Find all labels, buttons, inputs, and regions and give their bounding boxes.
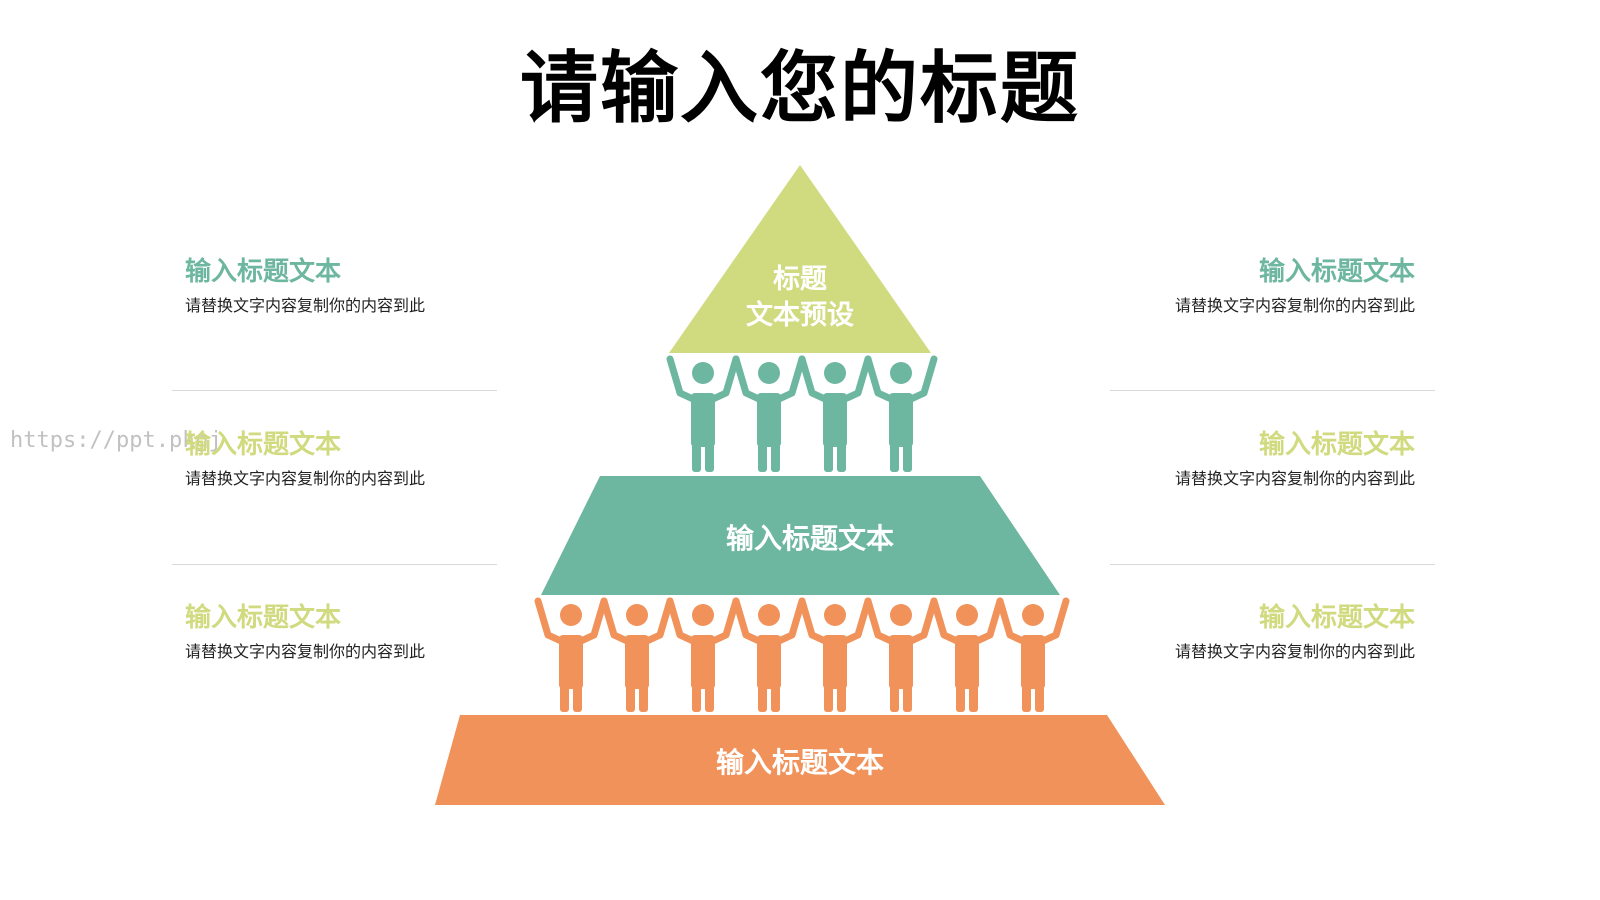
right-item-2: 输入标题文本 请替换文字内容复制你的内容到此 — [1095, 428, 1415, 490]
pyramid-middle-trapezoid — [541, 476, 1060, 595]
person-arms-raised-icon — [666, 597, 740, 712]
right-item-heading: 输入标题文本 — [1258, 430, 1415, 460]
person-arms-raised-icon — [732, 355, 806, 472]
slide-title: 请输入您的标题 — [519, 44, 1080, 134]
right-item-desc: 请替换文字内容复制你的内容到此 — [1174, 642, 1415, 661]
pyramid-bottom-label: 输入标题文本 — [716, 746, 884, 779]
person-arms-raised-icon — [666, 355, 740, 472]
right-item-3: 输入标题文本 请替换文字内容复制你的内容到此 — [1095, 601, 1415, 663]
person-arms-raised-icon — [996, 597, 1070, 712]
person-arms-raised-icon — [798, 597, 872, 712]
upper-figure-row — [666, 355, 938, 472]
person-arms-raised-icon — [534, 597, 608, 712]
right-item-desc: 请替换文字内容复制你的内容到此 — [1174, 296, 1415, 315]
right-item-1: 输入标题文本 请替换文字内容复制你的内容到此 — [1095, 255, 1415, 317]
pyramid-top-label-line1: 标题 — [773, 264, 827, 295]
left-item-3: 输入标题文本 请替换文字内容复制你的内容到此 — [185, 601, 505, 663]
left-item-desc: 请替换文字内容复制你的内容到此 — [185, 469, 426, 488]
person-arms-raised-icon — [600, 597, 674, 712]
right-item-heading: 输入标题文本 — [1258, 257, 1415, 287]
left-item-desc: 请替换文字内容复制你的内容到此 — [185, 296, 426, 315]
pyramid-top-triangle — [669, 165, 931, 353]
pyramid-bottom-trapezoid — [435, 715, 1165, 805]
left-divider-2 — [172, 564, 497, 565]
left-item-heading: 输入标题文本 — [185, 603, 342, 633]
person-arms-raised-icon — [864, 355, 938, 472]
pyramid-top-label-line2: 文本预设 — [746, 299, 854, 331]
person-arms-raised-icon — [732, 597, 806, 712]
left-item-heading: 输入标题文本 — [185, 430, 342, 460]
left-divider-1 — [172, 390, 497, 391]
left-item-1: 输入标题文本 请替换文字内容复制你的内容到此 — [185, 255, 505, 317]
pyramid-middle-label: 输入标题文本 — [726, 522, 894, 555]
left-item-2: 输入标题文本 请替换文字内容复制你的内容到此 — [185, 428, 505, 490]
person-arms-raised-icon — [864, 597, 938, 712]
right-divider-1 — [1110, 390, 1435, 391]
left-item-heading: 输入标题文本 — [185, 257, 342, 287]
right-item-desc: 请替换文字内容复制你的内容到此 — [1174, 469, 1415, 488]
left-item-desc: 请替换文字内容复制你的内容到此 — [185, 642, 426, 661]
right-item-heading: 输入标题文本 — [1258, 603, 1415, 633]
watermark-text: https://ppt.pkgj — [10, 428, 222, 453]
lower-figure-row — [534, 597, 1070, 712]
person-arms-raised-icon — [798, 355, 872, 472]
person-arms-raised-icon — [930, 597, 1004, 712]
right-divider-2 — [1110, 564, 1435, 565]
